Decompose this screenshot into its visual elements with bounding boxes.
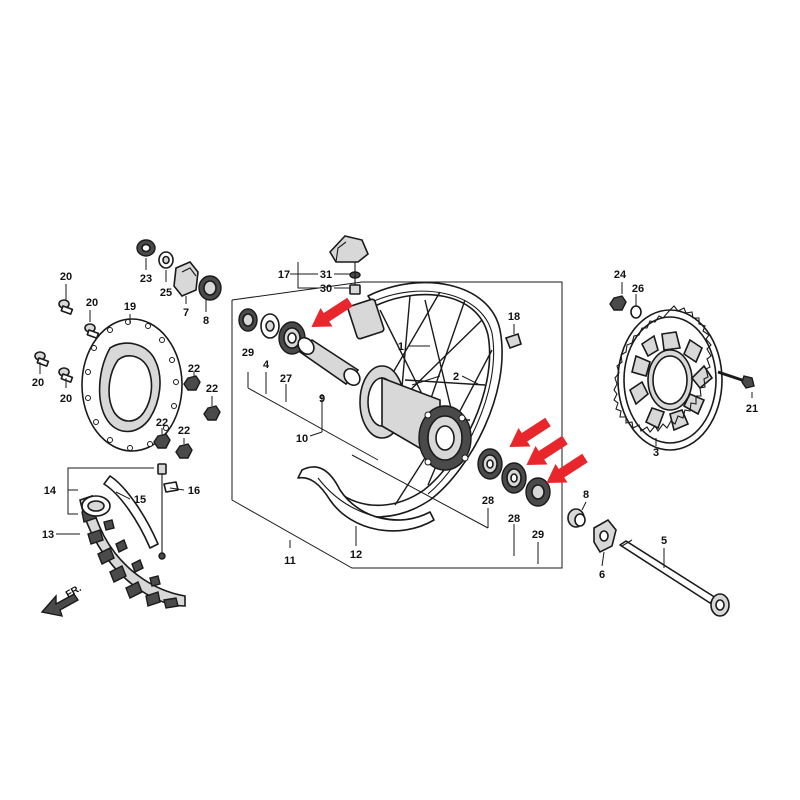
callout-6: 6 [599,569,605,581]
callout-31: 31 [320,269,332,281]
rim-lock-valve [329,235,369,295]
callout-1: 1 [398,341,404,353]
callout-15: 15 [134,494,146,506]
callout-12: 12 [350,549,362,561]
disc-bolt-2 [84,323,100,339]
callout-9: 9 [319,393,325,405]
nut-23 [136,239,156,257]
left-collar [260,313,280,339]
callout-24: 24 [614,269,627,281]
sprocket-bolt [717,370,755,389]
leader-lines [39,258,753,568]
callout-5: 5 [661,535,667,547]
callout-19: 19 [124,301,136,313]
callout-7: 7 [183,307,189,319]
callout-4: 4 [263,359,270,371]
callout-28-b: 28 [508,513,520,525]
front-direction-marker: FR. [40,583,84,617]
callout-20-c: 20 [32,377,44,389]
callout-8-right: 8 [583,489,589,501]
callout-25: 25 [160,287,172,299]
callout-17: 17 [278,269,290,281]
red-arrow-icon [546,453,588,484]
wheel-assembly-frame [231,281,563,569]
brake-disc [81,318,183,452]
distance-collar [297,336,361,387]
callout-16: 16 [188,485,200,497]
disc-bolt-4 [58,367,74,383]
disc-nut-3 [153,433,171,449]
callout-27: 27 [280,373,292,385]
callout-3: 3 [653,447,659,459]
disc-nut-2 [203,405,221,421]
callout-30: 30 [320,283,332,295]
collar-8-top [198,275,222,301]
callout-8-top: 8 [203,315,209,327]
callout-29-b: 29 [532,529,544,541]
right-bearing-2 [501,462,527,494]
callout-22-a: 22 [188,363,200,375]
adjuster-block-7 [173,261,199,297]
sprocket [613,305,723,451]
disc-nut-4 [175,443,193,459]
disc-bolt-3 [34,351,50,367]
spoke-nipple [504,332,522,350]
callout-22-c: 22 [156,417,168,429]
callout-13: 13 [42,529,54,541]
rim-band [297,466,435,532]
right-dust-seal [525,477,551,507]
front-marker-label: FR. [64,583,84,601]
collar-8-right [567,508,586,528]
callout-20-b: 20 [86,297,98,309]
inner-tube [103,475,159,549]
tire [79,494,186,609]
washer-25 [158,251,174,269]
callout-22-b: 22 [206,383,218,395]
highlight-arrows [311,297,588,484]
callout-22-d: 22 [178,425,190,437]
callout-26: 26 [632,283,644,295]
hub [359,365,472,471]
red-arrow-icon [526,435,568,466]
part-number-callouts: 1 2 3 4 5 6 7 8 8 9 10 11 12 13 14 15 16… [32,269,758,581]
disc-nut-1 [183,375,201,391]
callout-28-a: 28 [482,495,494,507]
callout-2: 2 [453,371,459,383]
callout-20-d: 20 [60,393,72,405]
axle [619,539,730,617]
callout-29-a: 29 [242,347,254,359]
callout-21: 21 [746,403,758,415]
callout-14: 14 [44,485,57,497]
axle-adjuster-6 [593,518,617,554]
callout-18: 18 [508,311,520,323]
red-arrow-icon [509,417,551,448]
right-bearing-1 [477,448,503,480]
callout-11: 11 [284,555,296,567]
sprocket-nut [609,295,627,311]
red-arrow-icon [311,297,353,328]
callout-20-a: 20 [60,271,72,283]
sprocket-washer [630,305,642,319]
callout-23: 23 [140,273,152,285]
left-dust-seal [238,308,258,332]
valve-stem [157,463,179,560]
callout-10: 10 [296,433,308,445]
disc-bolt-1 [58,299,74,315]
